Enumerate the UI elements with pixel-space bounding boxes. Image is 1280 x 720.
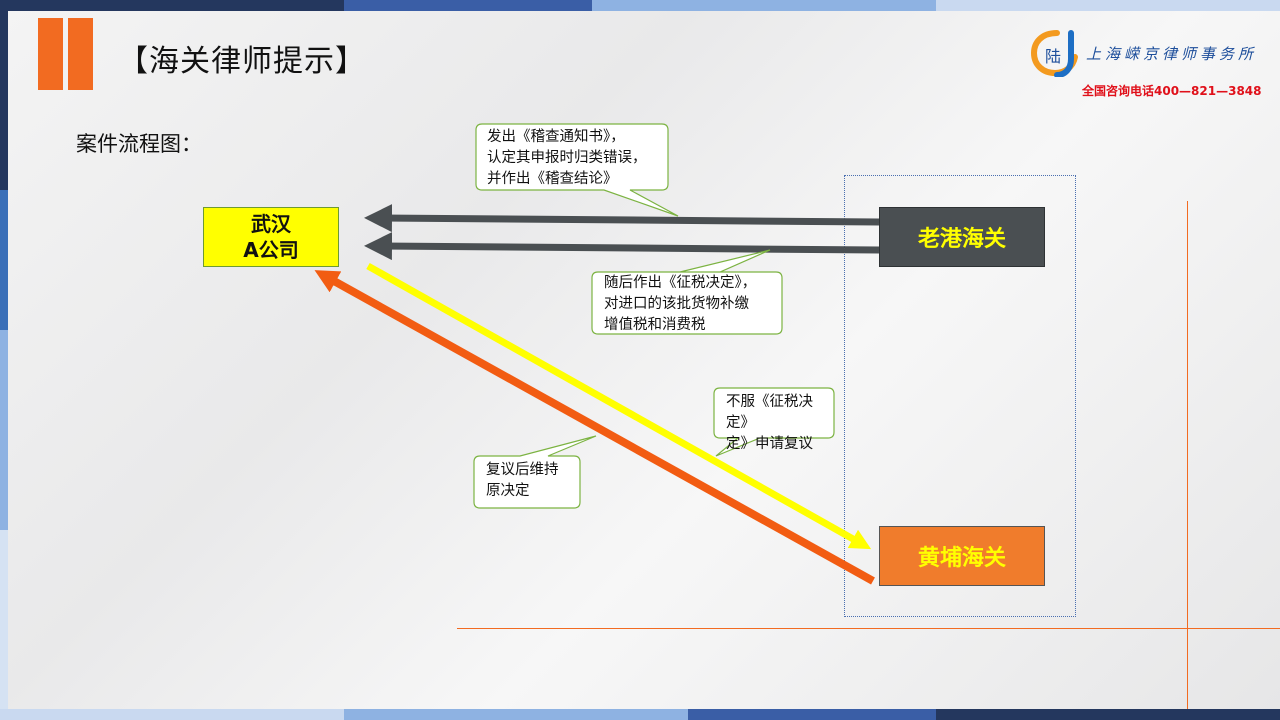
firm-logo: 陆 [1030, 29, 1083, 78]
slide-title: 【海关律师提示】 [118, 44, 366, 79]
callout-upheld-text: 复议后维持 原决定 [486, 462, 559, 499]
node-wuhan-line2: A公司 [243, 238, 299, 262]
callout-audit-text: 发出《稽查通知书》， 认定其申报时归类错误， 并作出《稽查结论》 [487, 129, 647, 187]
node-laogang-customs: 老港海关 [879, 207, 1045, 267]
callout-audit [475, 123, 679, 217]
decor-line-horizontal [457, 628, 1280, 629]
hotline-number: 全国咨询电话400—821—3848 [1082, 84, 1262, 98]
callout-appeal-text: 不服《征税决定》 定》申请复议 [726, 394, 813, 452]
node-wuhan-line1: 武汉 [251, 212, 291, 236]
arrow-upheld [314, 270, 875, 585]
top-decor-bar [0, 0, 1280, 11]
customs-group-box [844, 175, 1076, 617]
left-decor-bar [0, 0, 8, 720]
callout-tax-decision-text: 随后作出《征税决定》， 对进口的该批货物补缴 增值税和消费税 [604, 275, 757, 333]
decor-line-vertical [1187, 201, 1188, 709]
node-huangpu-customs: 黄埔海关 [879, 526, 1045, 586]
callout-upheld [473, 435, 597, 509]
arrow-audit [364, 204, 880, 233]
title-accent-bar [38, 18, 63, 90]
firm-name: 上海嵘京律师事务所 [1086, 45, 1258, 63]
node-wuhan-company: 武汉 A公司 [203, 207, 339, 267]
section-label: 案件流程图： [76, 132, 202, 156]
callout-tax-decision [591, 249, 783, 335]
title-accent-bar [68, 18, 93, 90]
arrow-tax-decision [364, 232, 880, 261]
arrow-appeal [366, 262, 872, 550]
callout-appeal [713, 387, 835, 457]
bottom-decor-bar [0, 709, 1280, 720]
logo-mark-glyph: 陆 [1045, 47, 1061, 66]
